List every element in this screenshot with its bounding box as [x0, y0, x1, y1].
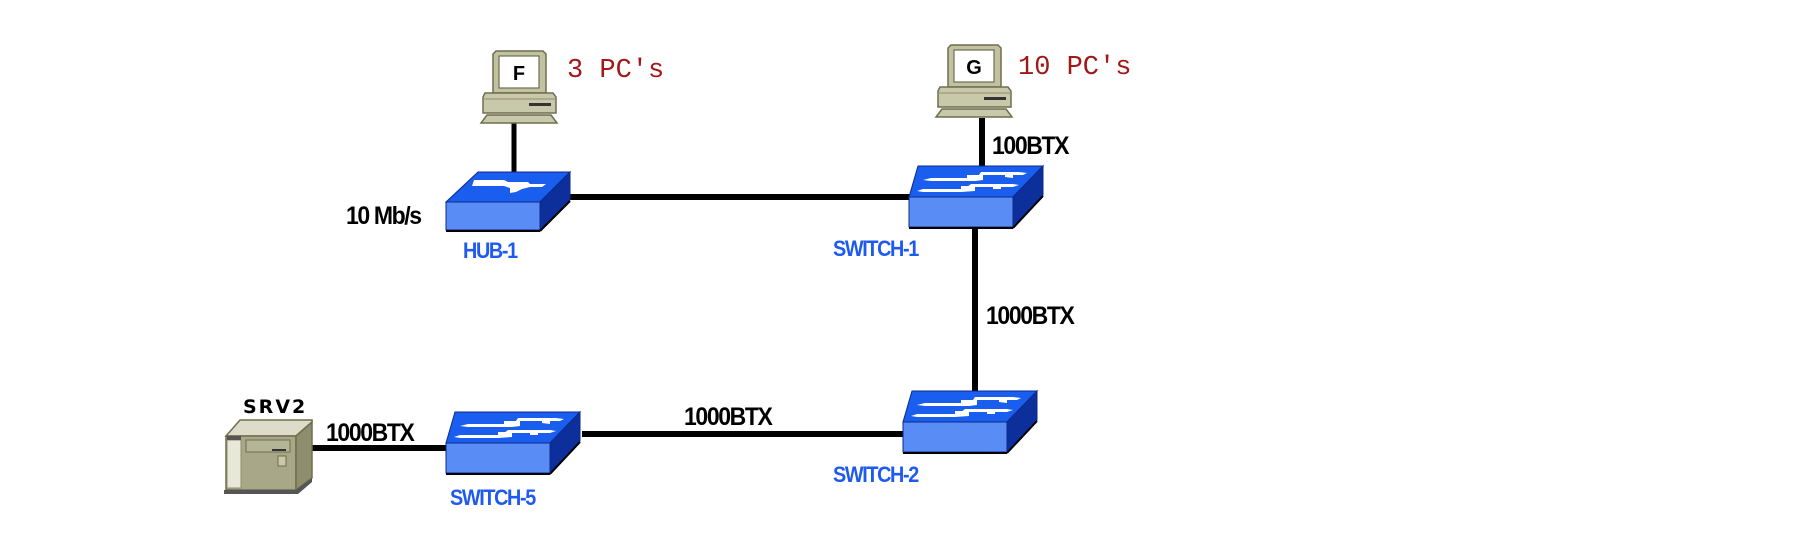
pc-g-icon[interactable]: G: [935, 44, 1013, 118]
switch-5-icon[interactable]: [445, 411, 581, 475]
switch-2-icon[interactable]: [902, 390, 1038, 454]
switch-2-label: SWITCH-2: [833, 462, 919, 487]
link-srv2-switch-5-label: 1000BTX: [326, 419, 415, 447]
link-switch-5-switch-2-label: 1000BTX: [684, 403, 773, 431]
switch-5-label: SWITCH-5: [450, 485, 536, 510]
srv2-label: SRV2: [243, 396, 308, 418]
hub-1-speed-label: 10 Mb/s: [346, 202, 422, 230]
link-pc-g-switch-1-label: 100BTX: [992, 132, 1069, 160]
pc-g-letter: G: [966, 57, 982, 79]
srv2-server-icon[interactable]: [224, 419, 313, 494]
pc-f-count-label: 3 PC's: [567, 56, 665, 86]
switch-1-label: SWITCH-1: [833, 236, 919, 261]
link-switch-1-switch-2-label: 1000BTX: [986, 302, 1075, 330]
hub-1-icon[interactable]: [445, 171, 571, 232]
switch-1-icon[interactable]: [908, 165, 1044, 229]
pc-g-count-label: 10 PC's: [1018, 53, 1132, 83]
pc-f-letter: F: [513, 63, 525, 85]
hub-1-label: HUB-1: [463, 238, 518, 263]
pc-f-icon[interactable]: F: [480, 50, 558, 124]
